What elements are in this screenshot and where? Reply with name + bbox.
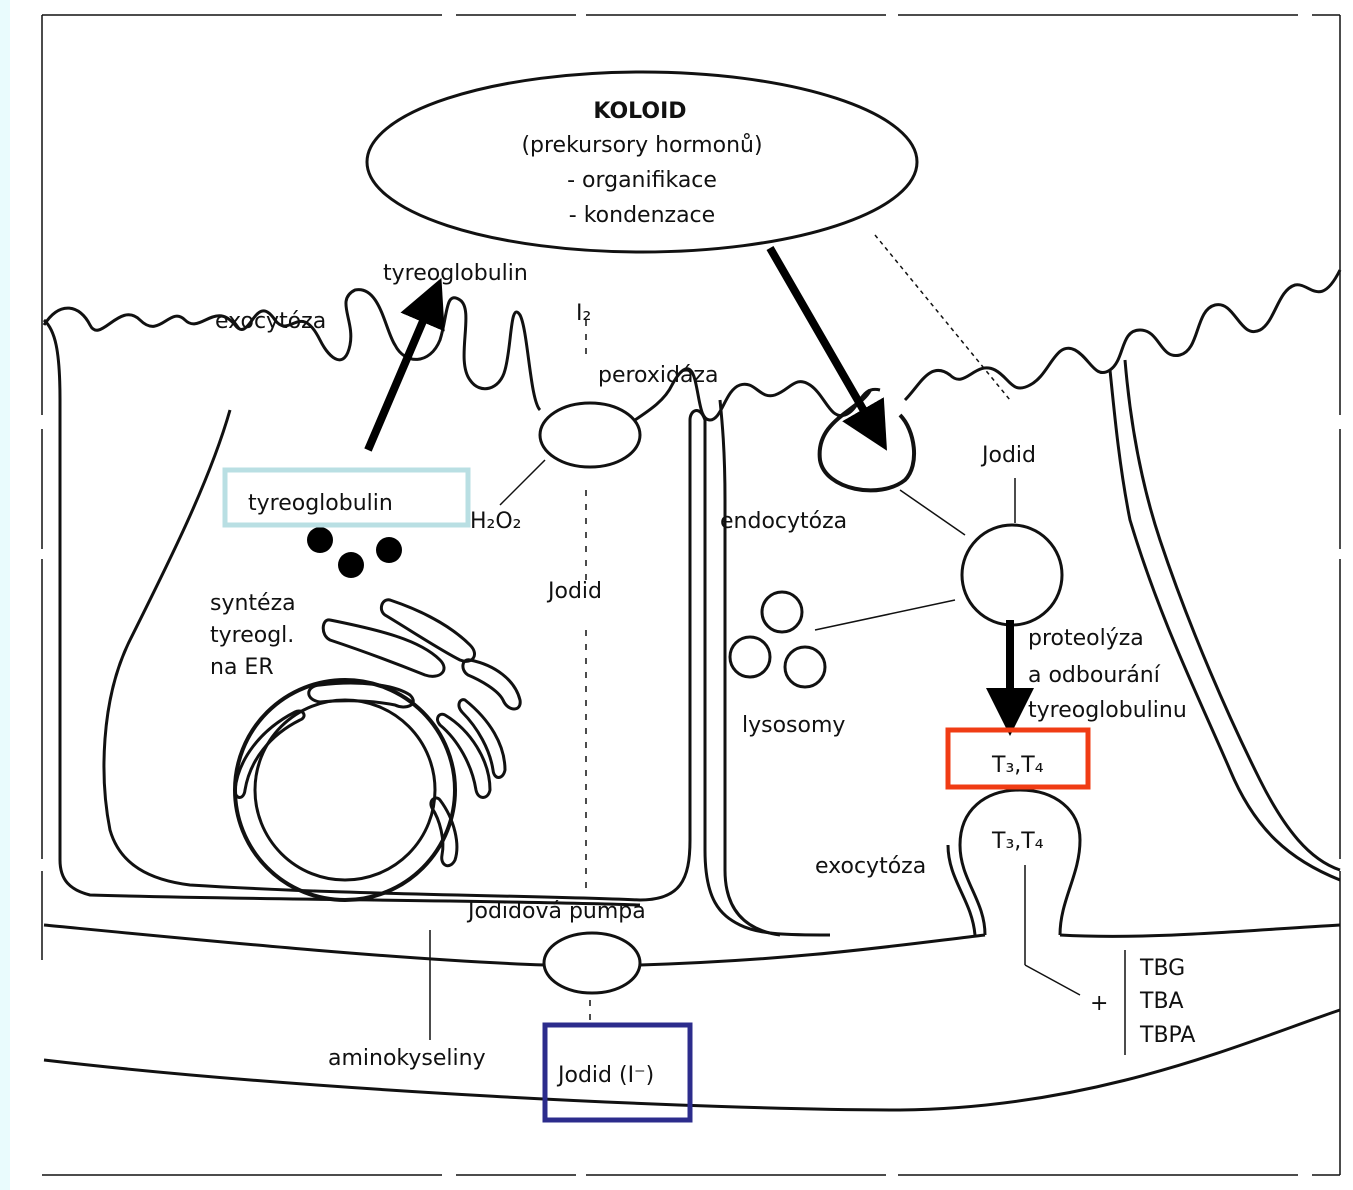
colloid-line3: - kondenzace (569, 203, 715, 228)
label-synteza-2: tyreogl. (210, 623, 294, 648)
endocytic-vesicle (962, 525, 1062, 625)
colloid-title: KOLOID (593, 99, 686, 124)
label-proteolyza-3: tyreoglobulinu (1028, 698, 1187, 723)
granule (338, 552, 364, 578)
tyreoglobulin-exocytosis-arrow (368, 300, 432, 450)
label-i2: I₂ (576, 301, 591, 326)
label-proteolyza-2: a odbourání (1028, 663, 1161, 688)
lysosome-connector (815, 600, 955, 630)
iodide-pump (544, 933, 640, 993)
lysosome (730, 637, 770, 677)
label-lysosomy: lysosomy (742, 713, 845, 738)
lysosome (785, 647, 825, 687)
right-cell-inner-2 (1125, 360, 1340, 870)
binding-line (1025, 965, 1080, 995)
label-jodid-box: Jodid (I⁻) (556, 1063, 654, 1088)
label-peroxidaza: peroxidáza (598, 363, 718, 388)
endocytosis-pocket (820, 390, 914, 490)
label-aminokyseliny: aminokyseliny (328, 1046, 486, 1071)
endocytosis-arrow (770, 248, 875, 430)
label-h2o2: H₂O₂ (470, 509, 522, 534)
h2o2-connector (500, 460, 545, 505)
left-cell-inner (104, 410, 690, 900)
colloid-line2: - organifikace (567, 168, 717, 193)
nucleus-outer (235, 680, 455, 900)
label-jodidova-pumpa: Jodidová pumpa (466, 899, 646, 924)
label-jodid-mid: Jodid (546, 579, 602, 604)
endocytosis-connector (900, 490, 965, 535)
label-t3t4-box: T₃,T₄ (991, 753, 1044, 778)
left-cell-wall (44, 320, 640, 905)
label-proteolyza-1: proteolýza (1028, 626, 1144, 651)
colloid-line1: (prekursory hormonů) (521, 133, 762, 158)
label-tbpa: TBPA (1139, 1023, 1195, 1048)
right-cell-inner (1110, 370, 1340, 880)
apical-membrane-right (905, 270, 1340, 400)
label-jodid-right: Jodid (980, 443, 1036, 468)
peroxidase-vesicle (540, 403, 640, 467)
label-tba: TBA (1139, 989, 1184, 1014)
label-synteza-3: na ER (210, 655, 274, 680)
granule (376, 537, 402, 563)
cell-septum-2 (720, 400, 780, 935)
label-exocytoza-top: exocytóza (215, 309, 326, 334)
label-tbg: TBG (1139, 956, 1185, 981)
label-synteza-1: syntéza (210, 591, 296, 616)
nucleus-inner (255, 700, 435, 880)
label-tyreoglobulin-top: tyreoglobulin (383, 261, 528, 286)
label-tyreoglobulin-box: tyreoglobulin (248, 491, 393, 516)
granule (307, 527, 333, 553)
label-plus: + (1090, 991, 1108, 1016)
t3t4-vesicle (960, 790, 1080, 935)
apical-membrane (44, 290, 540, 410)
label-t3t4-vesicle: T₃,T₄ (991, 829, 1044, 854)
lysosome (762, 592, 802, 632)
label-exocytoza-bottom: exocytóza (815, 854, 926, 879)
label-endocytoza: endocytóza (720, 509, 847, 534)
colloid-jodid-line (875, 235, 1010, 400)
